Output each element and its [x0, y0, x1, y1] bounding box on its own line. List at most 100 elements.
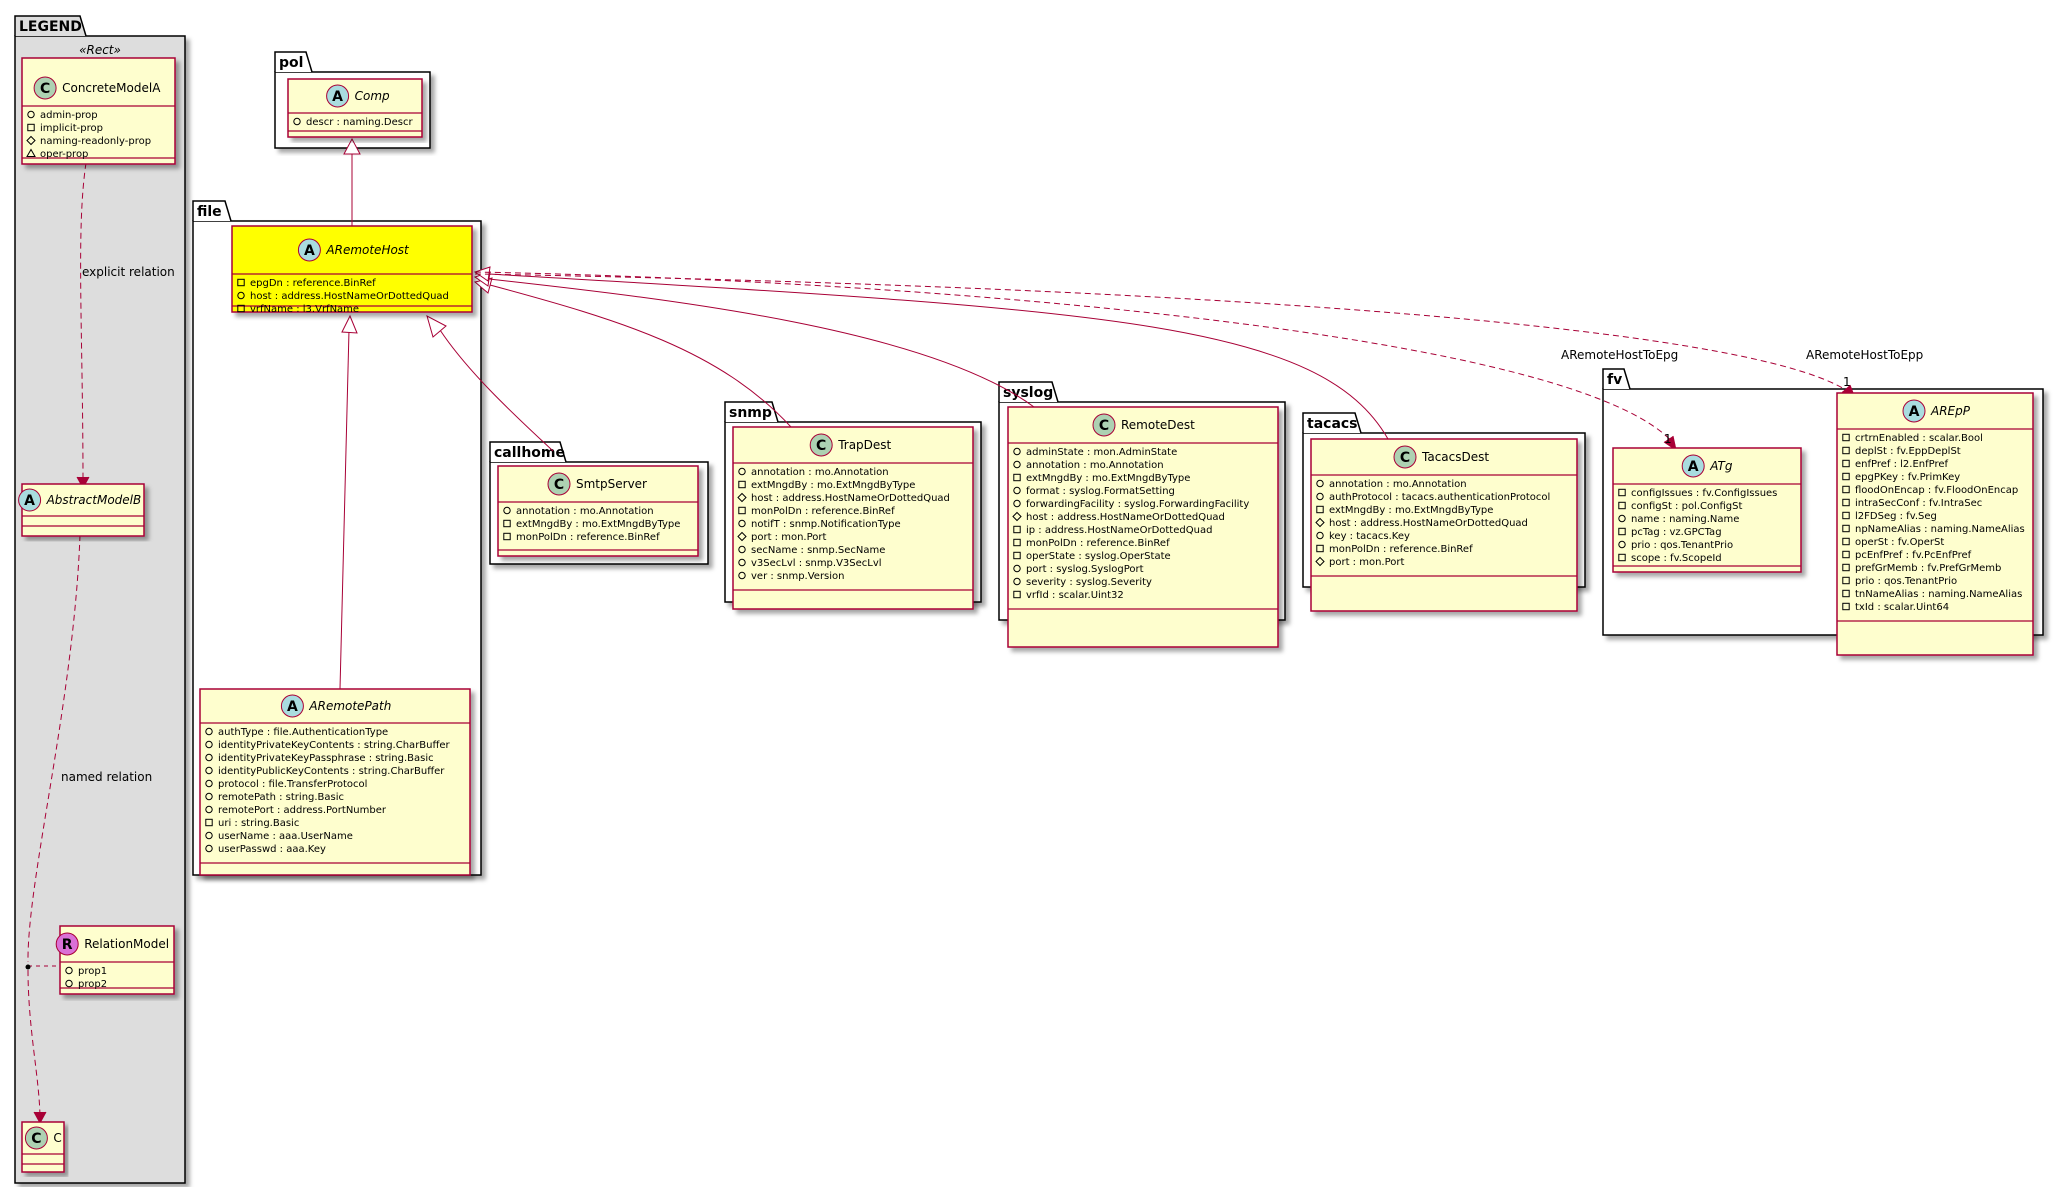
- class-attribute: uri : string.Basic: [218, 818, 299, 829]
- relation-label-to-epg: ARemoteHostToEpg: [1561, 348, 1678, 362]
- class-box-frame: [231, 225, 473, 313]
- visibility-public-icon: [205, 740, 213, 749]
- class-attribute: oper-prop: [40, 149, 88, 160]
- visibility-private-icon: [503, 519, 511, 528]
- class-box-frame: [1310, 438, 1578, 612]
- svg-text:A: A: [1909, 404, 1920, 420]
- abstract-class-icon: A: [326, 84, 350, 108]
- visibility-private-icon: [738, 480, 746, 489]
- visibility-private-icon: [1013, 473, 1021, 482]
- class-name-trapdest: TrapDest: [837, 438, 891, 452]
- class-attribute: txId : scalar.Uint64: [1855, 602, 1949, 613]
- visibility-private-icon: [1842, 537, 1850, 546]
- class-attribute: extMngdBy : mo.ExtMngdByType: [516, 519, 680, 530]
- class-attribute: identityPublicKeyContents : string.CharB…: [218, 766, 445, 777]
- class-attribute: vrfId : scalar.Uint32: [1026, 590, 1124, 601]
- class-attribute: pcEnfPref : fv.PcEnfPref: [1855, 550, 1972, 561]
- class-attribute: monPolDn : reference.BinRef: [1329, 544, 1473, 555]
- package-tacacs-name: tacacs: [1307, 416, 1358, 432]
- visibility-public-icon: [503, 506, 511, 515]
- class-box-frame: [1007, 406, 1279, 648]
- trap-to-arh-line: [489, 284, 792, 428]
- class-attribute: extMngdBy : mo.ExtMngdByType: [1026, 473, 1190, 484]
- visibility-private-icon: [1842, 589, 1850, 598]
- class-attribute: deplSt : fv.EppDeplSt: [1855, 446, 1961, 457]
- class-attribute: authType : file.AuthenticationType: [218, 727, 388, 738]
- class-box-frame: [732, 426, 974, 610]
- class-attribute: admin-prop: [40, 110, 98, 121]
- visibility-public-icon: [205, 753, 213, 762]
- legend-named-relation-line: [27, 534, 81, 963]
- svg-text:A: A: [332, 89, 343, 105]
- visibility-private-icon: [205, 818, 213, 827]
- class-attribute: enfPref : l2.EnfPref: [1855, 459, 1949, 470]
- class-attribute: annotation : mo.Annotation: [751, 467, 889, 478]
- class-name-aremotepath: ARemotePath: [308, 699, 391, 713]
- class-box-target: CC: [21, 1121, 65, 1173]
- class-attribute: extMngdBy : mo.ExtMngdByType: [1329, 505, 1493, 516]
- visibility-public-icon: [205, 779, 213, 788]
- visibility-private-icon: [237, 304, 245, 313]
- class-attribute: monPolDn : reference.BinRef: [751, 506, 895, 517]
- visibility-protected-icon: [737, 531, 747, 542]
- visibility-protected-icon: [737, 492, 747, 503]
- visibility-private-icon: [503, 532, 511, 541]
- class-attribute: identityPrivateKeyContents : string.Char…: [218, 740, 451, 751]
- class-attribute: ver : snmp.Version: [751, 571, 845, 582]
- visibility-private-icon: [1618, 527, 1626, 536]
- visibility-public-icon: [738, 571, 746, 580]
- concrete-class-icon: C: [547, 472, 571, 496]
- class-attribute: port : mon.Port: [751, 532, 827, 543]
- class-attribute: operState : syslog.OperState: [1026, 551, 1171, 562]
- class-attribute: epgPKey : fv.PrimKey: [1855, 472, 1960, 483]
- legend-explicit-relation-line: [80, 162, 87, 486]
- class-attribute: host : address.HostNameOrDottedQuad: [1329, 518, 1528, 529]
- visibility-private-icon: [1013, 590, 1021, 599]
- legend-named-relation-line-2: [27, 969, 41, 1121]
- package-syslog-name: syslog: [1003, 385, 1053, 401]
- visibility-public-icon: [205, 805, 213, 814]
- class-attribute: userName : aaa.UserName: [218, 831, 353, 842]
- package-pol-name: pol: [279, 55, 303, 71]
- class-name-abstract: AbstractModelB: [46, 493, 142, 507]
- class-box-concrete: ConcreteModelACadmin-propimplicit-propna…: [21, 57, 176, 165]
- visibility-private-icon: [738, 506, 746, 515]
- visibility-private-icon: [1842, 563, 1850, 572]
- class-name-concrete: ConcreteModelA: [62, 81, 161, 95]
- visibility-public-icon: [738, 519, 746, 528]
- relation-class-icon: R: [55, 932, 79, 956]
- visibility-private-icon: [1842, 576, 1850, 585]
- legend-stereotype: «Rect»: [79, 43, 121, 57]
- visibility-public-icon: [27, 110, 35, 119]
- remotedest-to-arh-line: [488, 278, 1035, 408]
- visibility-private-icon: [1618, 501, 1626, 510]
- concrete-class-icon: C: [1092, 413, 1116, 437]
- arh-to-arepp-line: [474, 273, 1854, 396]
- class-box-frame: [497, 465, 699, 557]
- class-attribute: epgDn : reference.BinRef: [250, 278, 376, 289]
- class-box-frame: [199, 688, 471, 876]
- visibility-public-icon: [1618, 540, 1626, 549]
- class-attribute: severity : syslog.Severity: [1026, 577, 1152, 588]
- class-name-relation: RelationModel: [84, 937, 169, 951]
- visibility-private-icon: [27, 123, 35, 132]
- class-attribute: floodOnEncap : fv.FloodOnEncap: [1855, 485, 2018, 496]
- visibility-public-icon: [237, 291, 245, 300]
- class-attribute: vrfName : l3.VrfName: [250, 304, 359, 315]
- abstract-class-icon: A: [1681, 454, 1705, 478]
- visibility-private-icon: [1842, 472, 1850, 481]
- visibility-private-icon: [1842, 485, 1850, 494]
- package-file-name: file: [197, 204, 222, 220]
- visibility-private-icon: [1842, 459, 1850, 468]
- visibility-private-icon: [1618, 488, 1626, 497]
- relation-label-to-epp: ARemoteHostToEpp: [1806, 348, 1923, 362]
- class-name-arepp: AREpP: [1930, 404, 1971, 418]
- class-attribute: annotation : mo.Annotation: [1329, 479, 1467, 490]
- visibility-private-icon: [1842, 602, 1850, 611]
